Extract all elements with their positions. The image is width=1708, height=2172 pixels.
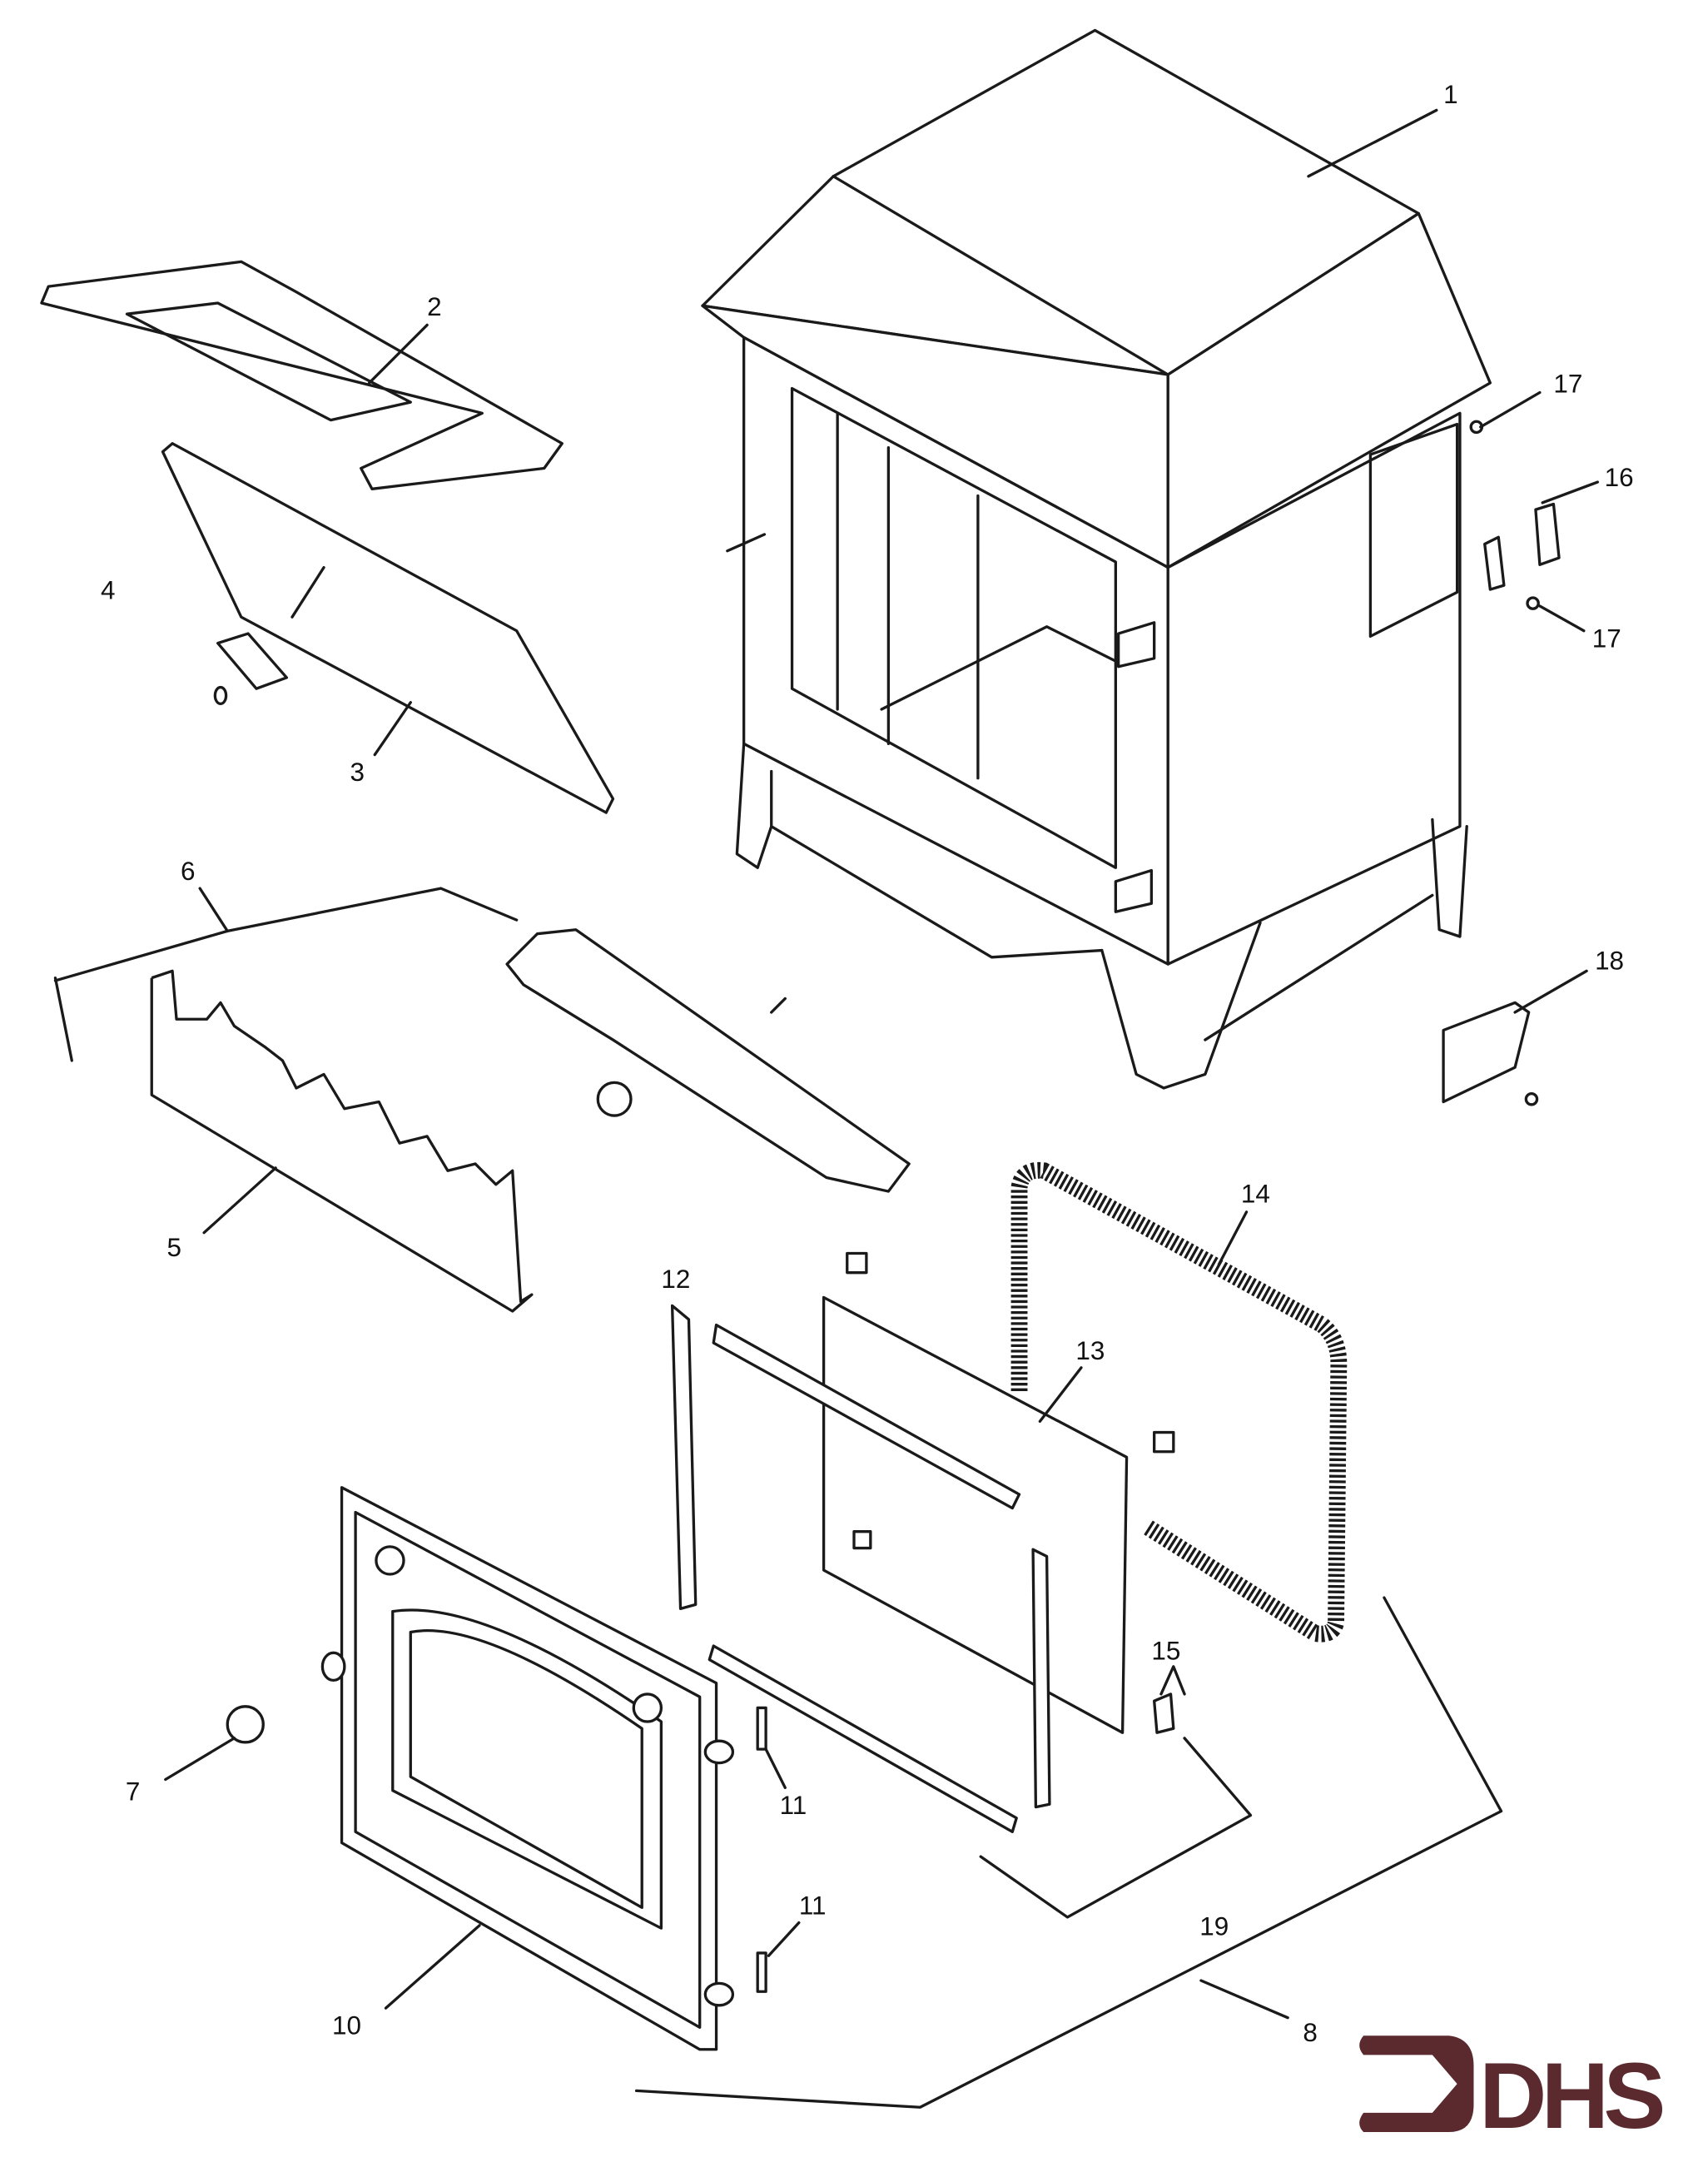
retainer-part-12: [670, 1304, 1051, 1834]
callout-7: 7: [126, 1777, 140, 1806]
callout-3: 3: [350, 758, 364, 787]
leader-lines: [164, 108, 1600, 2109]
callout-10: 10: [332, 2011, 361, 2040]
callout-2: 2: [427, 292, 441, 321]
callout-6: 6: [181, 857, 195, 886]
callout-4: 4: [101, 576, 115, 605]
callout-12: 12: [661, 1265, 690, 1294]
callout-5: 5: [166, 1233, 181, 1262]
hinge-pin-part-11: [756, 1706, 767, 1751]
callout-11: 11: [780, 1791, 807, 1820]
callout-16: 16: [1605, 463, 1634, 492]
latch-part-18: [1442, 1001, 1539, 1106]
callout-17: 17: [1553, 370, 1582, 399]
door-part-10: [320, 1486, 735, 2051]
gasket-part-14: [1010, 1161, 1348, 1643]
callout-19: 19: [1199, 1911, 1229, 1941]
dhs-logo: DHS: [1359, 2035, 1668, 2148]
baffle-part-2: [40, 260, 564, 490]
hinge-parts-16-17: [1469, 420, 1561, 610]
callout-labels: 1 2 3 4 5 6 7 8 10 11 11 12 13 14 15 16 …: [101, 80, 1634, 2047]
stove-body-part-1: [701, 28, 1492, 1090]
callout-13: 13: [1075, 1336, 1105, 1365]
panel-part-3: [161, 442, 615, 814]
callout-14: 14: [1241, 1179, 1270, 1208]
callout-17b: 17: [1592, 624, 1621, 654]
callout-8: 8: [1303, 2018, 1317, 2047]
callout-1: 1: [1443, 80, 1457, 109]
knob-part-7: [226, 1705, 265, 1744]
grate-part-5: [150, 969, 534, 1313]
glass-part-13: [822, 1251, 1175, 1734]
arrow-logo-icon: [1359, 2035, 1474, 2133]
logo-text: DHS: [1479, 2043, 1662, 2148]
callout-11b: 11: [799, 1891, 827, 1921]
hinge-pin-part-11b: [756, 1951, 767, 1993]
callout-15: 15: [1151, 1637, 1180, 1666]
bracket-part-6: [53, 887, 911, 1193]
callout-18: 18: [1595, 947, 1624, 976]
